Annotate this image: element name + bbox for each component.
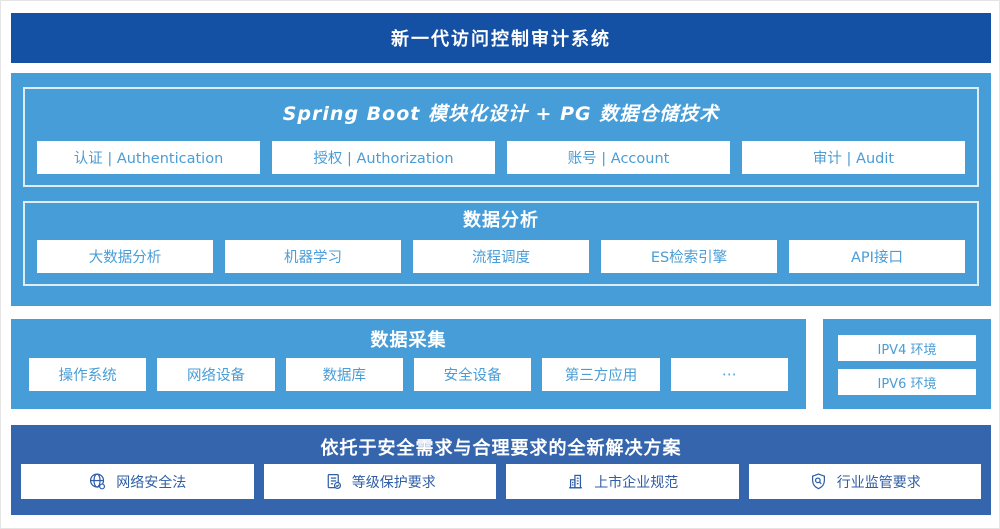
data-collection-panel: 数据采集 操作系统 网络设备 数据库 安全设备 第三方应用 ⋯ (11, 319, 806, 409)
analysis-box-workflow: 流程调度 (413, 240, 589, 273)
solution-box-label: 上市企业规范 (594, 474, 679, 491)
building-icon (569, 474, 583, 489)
diagram-title-banner: 新一代访问控制审计系统 (11, 13, 991, 63)
data-collection-title: 数据采集 (370, 330, 447, 351)
solution-box-industry-regulation: 行业监管要求 (748, 464, 981, 499)
solution-row: 网络安全法 等级保护要求 (21, 464, 981, 499)
analysis-box-api: API接口 (789, 240, 965, 273)
solution-box-label: 等级保护要求 (351, 474, 436, 491)
diagram-title: 新一代访问控制审计系统 (391, 29, 611, 50)
solution-box-label: 网络安全法 (116, 474, 187, 491)
module-box-authorization: 授权 | Authorization (272, 141, 495, 174)
platform-panel: Spring Boot 模块化设计 + PG 数据仓储技术 认证 | Authe… (11, 73, 991, 306)
collect-box-thirdparty: 第三方应用 (542, 358, 660, 391)
collect-box-more: ⋯ (670, 358, 788, 391)
analysis-box-es: ES检索引擎 (601, 240, 777, 273)
collect-box-network-device: 网络设备 (157, 358, 275, 391)
solution-box-classified-protection: 等级保护要求 (263, 464, 496, 499)
module-box-authentication: 认证 | Authentication (37, 141, 260, 174)
springboot-section-title: Spring Boot 模块化设计 + PG 数据仓储技术 (282, 103, 720, 125)
solution-title: 依托于安全需求与合理要求的全新解决方案 (320, 438, 682, 459)
analysis-box-bigdata: 大数据分析 (37, 240, 213, 273)
data-analysis-section: 数据分析 大数据分析 机器学习 流程调度 ES检索引擎 API接口 (23, 201, 979, 286)
collect-box-os: 操作系统 (29, 358, 147, 391)
collect-box-database: 数据库 (285, 358, 403, 391)
springboot-section: Spring Boot 模块化设计 + PG 数据仓储技术 认证 | Authe… (23, 87, 979, 187)
env-box-ipv6: IPV6 环境 (838, 369, 976, 395)
shield-magnifier-icon (811, 473, 825, 490)
springboot-modules-row: 认证 | Authentication 授权 | Authorization 账… (37, 141, 965, 174)
globe-icon (90, 473, 106, 490)
solution-box-cybersecurity-law: 网络安全法 (21, 464, 254, 499)
solution-box-label: 行业监管要求 (836, 474, 921, 491)
module-box-account: 账号 | Account (507, 141, 730, 174)
env-box-ipv4: IPV4 环境 (838, 335, 976, 361)
ip-environment-panel: IPV4 环境 IPV6 环境 (823, 319, 991, 409)
solution-box-listed-company: 上市企业规范 (506, 464, 739, 499)
solution-panel: 依托于安全需求与合理要求的全新解决方案 网络安全法 (11, 425, 991, 515)
data-collection-row: 操作系统 网络设备 数据库 安全设备 第三方应用 ⋯ (29, 358, 788, 391)
analysis-box-ml: 机器学习 (225, 240, 401, 273)
data-analysis-row: 大数据分析 机器学习 流程调度 ES检索引擎 API接口 (37, 240, 965, 273)
module-box-audit: 审计 | Audit (742, 141, 965, 174)
data-analysis-title: 数据分析 (463, 210, 539, 231)
collect-box-security-device: 安全设备 (413, 358, 532, 391)
checklist-check-icon (327, 474, 341, 490)
